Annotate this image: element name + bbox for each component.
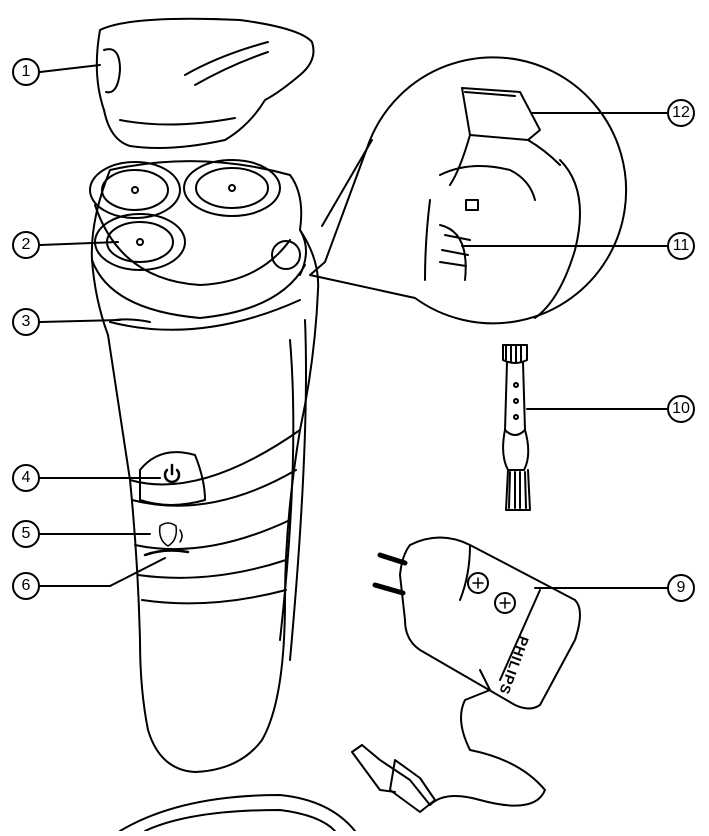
magnifier-bubble (309, 56, 628, 325)
callout-11: 11 (667, 232, 695, 260)
callout-4: 4 (12, 464, 40, 492)
callout-2: 2 (12, 231, 40, 259)
shaving-unit (89, 159, 291, 286)
battery-charge-indicator (143, 549, 190, 557)
callout-5: 5 (12, 520, 40, 548)
leader-lines (39, 64, 668, 589)
callout-10: 10 (667, 395, 695, 423)
protection-cap (95, 17, 315, 149)
callout-1: 1 (12, 58, 40, 86)
replacement-reminder-symbol (158, 522, 183, 547)
charging-stand-partial (119, 794, 356, 832)
leader-line-2 (39, 241, 119, 246)
leader-line-1 (39, 64, 101, 73)
adapter-brand-text: PHILIPS (496, 634, 532, 697)
adapter: PHILIPS (351, 536, 581, 813)
callout-6: 6 (12, 572, 40, 600)
trimmer-detail (424, 87, 581, 319)
callout-9: 9 (667, 574, 695, 602)
leader-line-3 (39, 319, 121, 323)
callout-12: 12 (667, 99, 695, 127)
callout-3: 3 (12, 308, 40, 336)
cleaning-brush (502, 344, 531, 511)
on-off-button (139, 451, 206, 506)
shaver-body (90, 160, 320, 773)
